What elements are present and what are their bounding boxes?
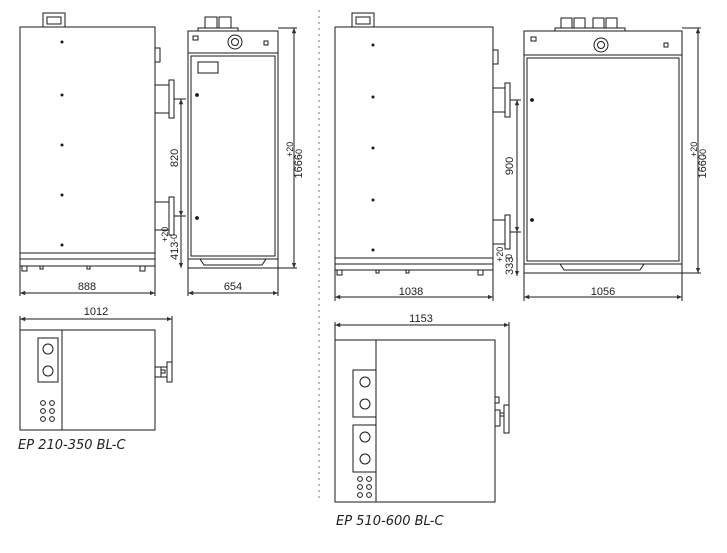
model2-height-tol-plus: +20 [689,142,699,157]
model1-top-view [19,329,173,431]
model1-side-view [19,12,175,272]
model2-side-width-label: 1038 [399,286,423,298]
model1-height-label: 1666 [293,154,305,178]
model1-top-width-dimension [19,316,173,362]
model1-side-width-dimension [19,266,156,296]
model2-front-dimensions [523,27,701,301]
model2-pipe-tol-minus: -0 [504,254,514,262]
model2-height-label: 1660 [697,154,709,178]
model1-height-tol-minus: -0 [294,149,304,157]
model1-side-width-label: 888 [78,281,96,293]
model1-pipe-tol-minus: -0 [169,234,179,242]
model1-pipe-dimensions [174,98,186,268]
model2-side-view [334,12,511,276]
model2-front-view [523,17,683,274]
model2-front-width-label: 1056 [591,286,615,298]
model2-pipe-tol-plus: +20 [495,247,505,262]
model2-caption: EP 510-600 BL-C [336,514,444,529]
model1-pipe-height-label: 413 [169,242,181,260]
model1-height-tol-plus: +20 [285,142,295,157]
model1-pipe-spacing-label: 820 [169,149,181,167]
model2-pipe-spacing-label: 900 [504,157,516,175]
model2-pipe-height-label: 333 [504,257,516,275]
model2-height-tol-minus: -0 [698,149,708,157]
model1-pipe-tol-plus: +20 [160,227,170,242]
model1-front-dimensions [187,27,297,296]
model1-front-width-label: 654 [224,281,242,293]
model2-top-width-label: 1153 [409,313,433,325]
model1-caption: EP 210-350 BL-C [18,438,126,453]
model1-front-view [187,16,279,269]
model2-top-width-dimension [334,322,510,405]
model2-side-width-dimension [334,270,494,301]
model2-pipe-dimensions [510,99,521,276]
model1-top-width-label: 1012 [84,306,108,318]
model2-top-view [334,339,510,503]
